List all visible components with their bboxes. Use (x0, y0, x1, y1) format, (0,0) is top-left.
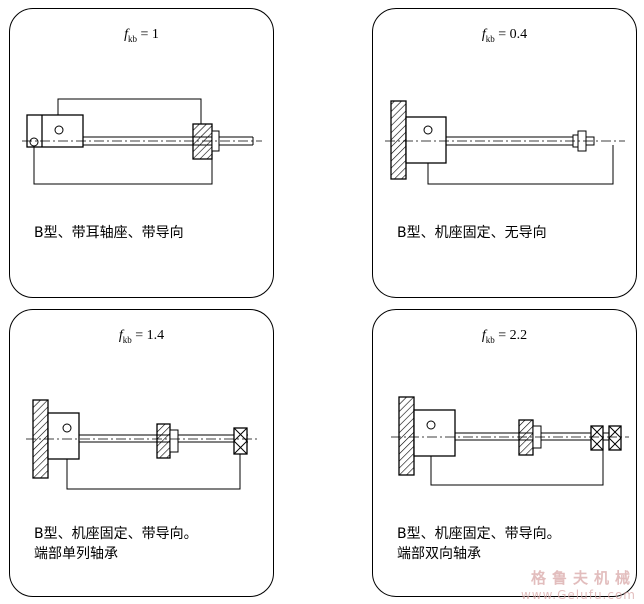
load-factor-label: fkb = 1 (124, 27, 159, 44)
caption: B型、机座固定、带导向。 端部单列轴承 (34, 526, 198, 562)
diagram-trunnion-guided (22, 98, 262, 185)
watermark: 格鲁夫机械 www.Gelufu.com (520, 569, 636, 602)
caption: B型、机座固定、无导向 (397, 225, 547, 241)
panel-trunnion-guided: fkb = 1 B型、带耳轴座、带导向 (9, 8, 274, 298)
caption: B型、机座固定、带导向。 端部双向轴承 (397, 526, 561, 562)
diagram-fixed-unguided (385, 100, 625, 185)
caption: B型、带耳轴座、带导向 (34, 225, 184, 241)
load-factor-label: fkb = 0.4 (481, 27, 528, 44)
panel-fixed-unguided: fkb = 0.4 B型、机座固定、无导向 (372, 8, 637, 298)
diagram-fixed-guided-single-bearing (26, 399, 260, 490)
panel-fixed-guided-double-bearing: fkb = 2.2 (372, 309, 637, 597)
load-factor-label: fkb = 1.4 (118, 328, 165, 345)
panel-fixed-guided-single-bearing: fkb = 1.4 B型、机座固定、带导向。 (9, 309, 274, 597)
diagram-fixed-guided-double-bearing (391, 396, 629, 486)
load-factor-label: fkb = 2.2 (481, 328, 528, 345)
